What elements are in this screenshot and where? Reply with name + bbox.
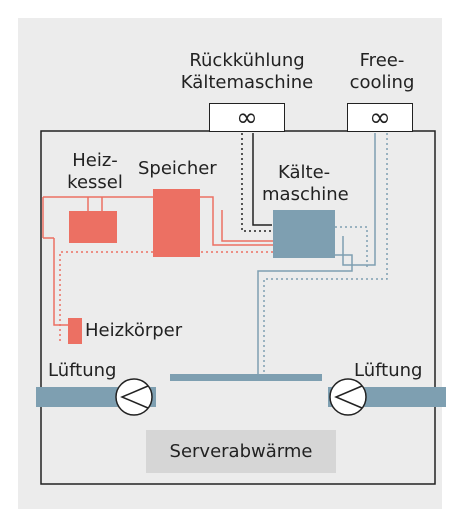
- rueckkuehlung-unit: ∞: [209, 103, 285, 132]
- freecooling-unit: ∞: [347, 103, 413, 132]
- speicher-box: [153, 189, 200, 257]
- freecooling-label: Free- cooling: [349, 50, 415, 93]
- heizkoerper-label: Heizkörper: [85, 320, 183, 341]
- cooling-supply-pipes: [257, 133, 376, 376]
- lueftung-left-fan-icon: [115, 378, 153, 416]
- lueftung-left-label: Lüftung: [48, 360, 117, 381]
- kaeltemaschine-label: Kälte- maschine: [262, 162, 349, 205]
- heizkessel-label: Heiz- kessel: [67, 150, 123, 193]
- rueckkuehlung-pipes: [252, 133, 272, 226]
- heating-return-pipes: [59, 251, 274, 341]
- infinity-icon: ∞: [236, 102, 258, 133]
- heating-supply-pipes: [42, 196, 274, 326]
- lueftung-right-fan-icon: [329, 378, 367, 416]
- infinity-icon: ∞: [369, 102, 391, 133]
- serverabwaerme-box: Serverabwärme: [146, 430, 336, 473]
- kaeltemaschine-box: [273, 210, 335, 258]
- heizkoerper-box: [68, 318, 82, 344]
- rueckkuehlung-label: Rückkühlung Kältemaschine: [180, 50, 314, 93]
- lueftung-right-label: Lüftung: [354, 360, 423, 381]
- central-duct: [170, 374, 322, 381]
- serverabwaerme-label: Serverabwärme: [169, 441, 313, 462]
- diagram-panel: [18, 18, 442, 509]
- heizkessel-box: [69, 211, 117, 243]
- cooling-return-pipes: [263, 133, 388, 376]
- speicher-label: Speicher: [138, 158, 217, 179]
